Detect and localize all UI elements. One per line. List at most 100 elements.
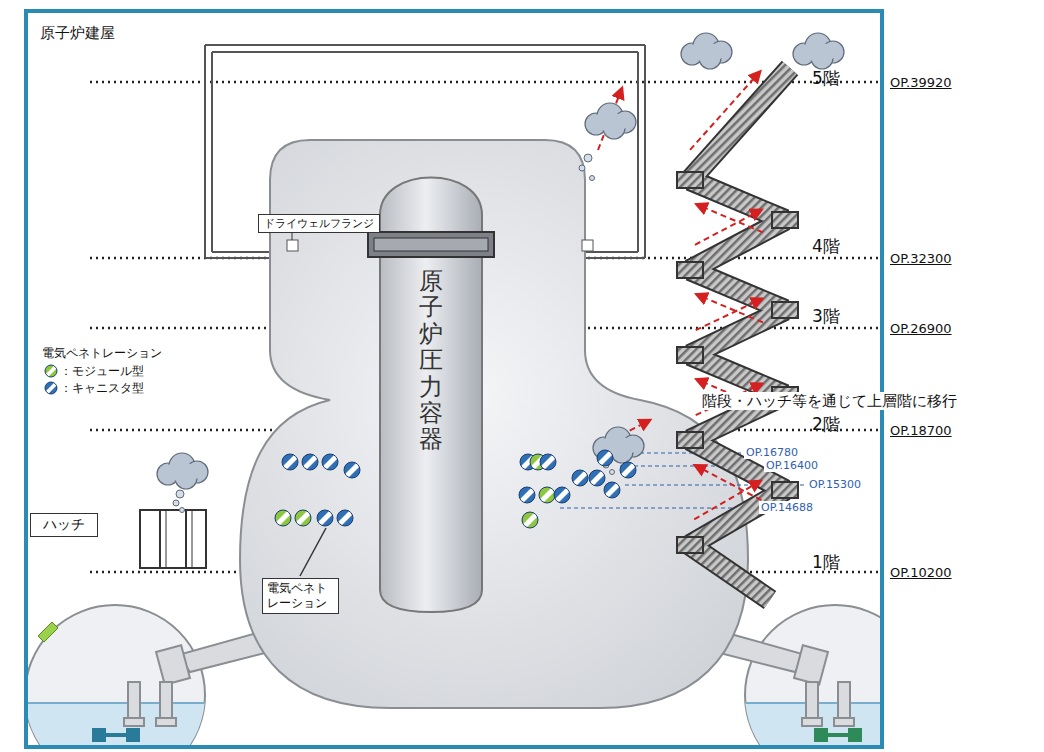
bubble — [579, 165, 585, 171]
text-label: 4階 — [812, 236, 840, 256]
electrical-penetration — [344, 462, 360, 478]
text-label: 2階 — [812, 414, 840, 434]
elevation-mark: OP.14688 — [759, 501, 815, 514]
stair-flight — [690, 68, 790, 180]
stair-flight — [690, 270, 785, 310]
stair-landing — [677, 347, 703, 363]
bubble — [176, 490, 184, 498]
cloud — [585, 103, 636, 139]
electrical-penetration — [275, 510, 291, 526]
electrical-penetration — [295, 510, 311, 526]
stair-flight — [690, 180, 785, 220]
stair-flight — [690, 68, 790, 180]
callout-box: ドライウェルフランジ — [258, 214, 380, 233]
stair-flight — [690, 355, 785, 395]
cloud — [793, 33, 844, 69]
text-label: 1階 — [812, 552, 840, 572]
stair-flight — [690, 220, 785, 270]
stair-flight — [690, 490, 785, 545]
legend-symbol — [44, 381, 58, 395]
hatch-symbol — [140, 510, 206, 568]
legend-row: ：モジュール型 — [44, 364, 144, 378]
stair-flight — [690, 355, 785, 395]
bubble — [180, 508, 185, 513]
small-pipe — [38, 622, 58, 642]
node-text: 原子炉圧力容器 — [419, 268, 443, 453]
legend-circle — [45, 382, 57, 394]
stair-flight — [690, 220, 785, 270]
cloud-core — [160, 463, 204, 481]
electrical-penetration — [604, 482, 620, 498]
electrical-penetration — [620, 462, 636, 478]
containment-vessel — [240, 140, 748, 708]
bubble — [584, 154, 592, 162]
elevation-label: OP.10200 — [890, 565, 952, 581]
drywell-flange — [582, 240, 593, 251]
electrical-penetration — [540, 454, 556, 470]
node-text: ドライウェルフランジ — [264, 216, 374, 231]
electrical-penetration — [519, 487, 535, 503]
legend-text: ：キャニスタ型 — [60, 381, 144, 395]
cloud-core — [684, 43, 728, 61]
elevation-label: OP.26900 — [890, 321, 952, 337]
leader-line — [292, 232, 293, 240]
vessel-label: 原子炉圧力容器 — [419, 268, 443, 453]
flow-arrow — [694, 481, 761, 519]
stair-landing — [677, 172, 703, 188]
cloud — [157, 453, 208, 489]
drywell-flange — [287, 240, 298, 251]
pressure-vessel — [368, 178, 494, 613]
node-text: 電気ペネトレーション — [267, 581, 334, 611]
text-label: 3階 — [812, 306, 840, 326]
electrical-penetration — [539, 487, 555, 503]
flow-arrow — [696, 204, 763, 232]
elevation-mark: OP.16780 — [744, 446, 800, 459]
stair-landing — [677, 262, 703, 278]
elevation-label: OP.39920 — [890, 75, 952, 91]
elevation-mark: OP.16400 — [764, 459, 820, 472]
elevation-label: OP.18700 — [890, 423, 952, 439]
building-frame — [26, 11, 882, 747]
text-label: 電気ペネトレーション — [42, 346, 162, 360]
stair-flight — [690, 180, 785, 220]
stair-flight — [690, 310, 785, 355]
electrical-penetration — [572, 470, 588, 486]
stair-landing — [772, 482, 798, 498]
cloud — [681, 33, 732, 69]
legend-text: ：モジュール型 — [60, 364, 144, 378]
callout-box: 電気ペネトレーション — [262, 578, 339, 614]
bubble — [173, 500, 179, 506]
electrical-penetration — [597, 450, 613, 466]
text-label: 階段・ハッチ等を通じて上層階に移行 — [700, 392, 959, 410]
cloud-core — [796, 43, 840, 61]
legend-row: ：キャニスタ型 — [44, 381, 144, 395]
cloud-core — [588, 113, 632, 131]
flow-arrow — [696, 294, 763, 322]
legend-symbol — [44, 364, 58, 378]
electrical-penetration — [282, 454, 298, 470]
elevation-mark: OP.15300 — [807, 478, 863, 491]
stair-landing — [772, 212, 798, 228]
electrical-penetration — [322, 454, 338, 470]
electrical-penetration — [554, 487, 570, 503]
title: 原子炉建屋 — [40, 24, 115, 42]
elevation-label: OP.32300 — [890, 251, 952, 267]
legend-circle — [45, 365, 57, 377]
electrical-penetration — [589, 470, 605, 486]
flow-arrow — [695, 465, 762, 500]
flow-arrow — [696, 299, 763, 331]
callout-box: ハッチ — [30, 513, 98, 537]
bubble — [610, 470, 615, 475]
staircase — [677, 68, 798, 600]
electrical-penetration — [317, 510, 333, 526]
stair-flight — [690, 310, 785, 355]
electrical-penetration — [522, 512, 538, 528]
stair-landing — [772, 302, 798, 318]
stair-landing — [677, 537, 703, 553]
electrical-penetration — [337, 510, 353, 526]
bubble — [590, 176, 595, 181]
electrical-penetration — [302, 454, 318, 470]
gas-leak — [157, 33, 844, 513]
